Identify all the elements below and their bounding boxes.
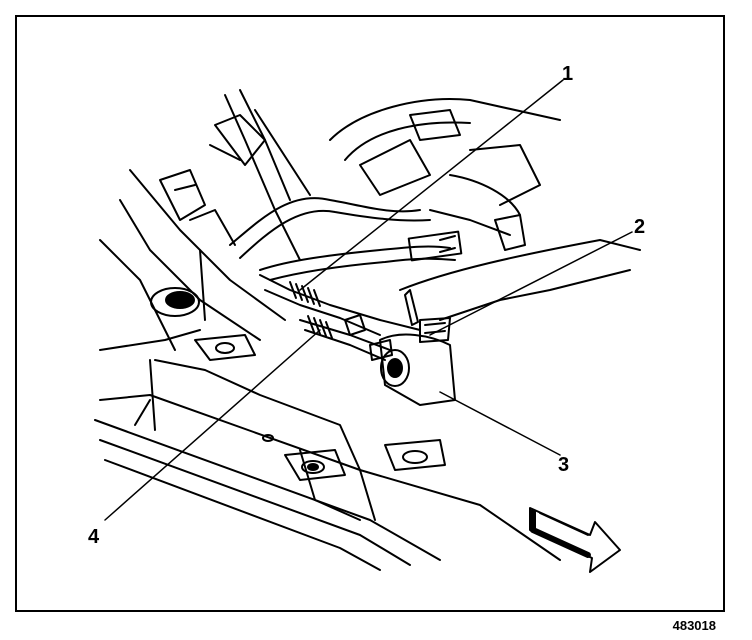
callout-leaders [104,79,633,521]
adjuster-cables [259,274,421,361]
cable-spring-lower [307,315,333,339]
floor-panel [94,329,561,571]
callout-1: 1 [562,63,574,85]
pillar-structure [99,89,311,351]
leader-1 [299,79,564,291]
floor-mount-bosses [150,287,446,481]
figure-border [15,15,725,612]
forward-arrow-icon [529,507,621,573]
callout-2: 2 [634,216,646,238]
seat-riser [329,98,561,251]
cable-spring-upper [289,281,321,307]
figure-number: 483018 [672,618,716,633]
leader-4 [104,329,321,521]
leader-2 [429,231,633,336]
callout-4: 4 [88,526,100,548]
seat-track-frame [379,239,641,406]
leader-3 [439,391,561,456]
callout-3: 3 [558,454,570,476]
wiring-harness [159,114,463,281]
